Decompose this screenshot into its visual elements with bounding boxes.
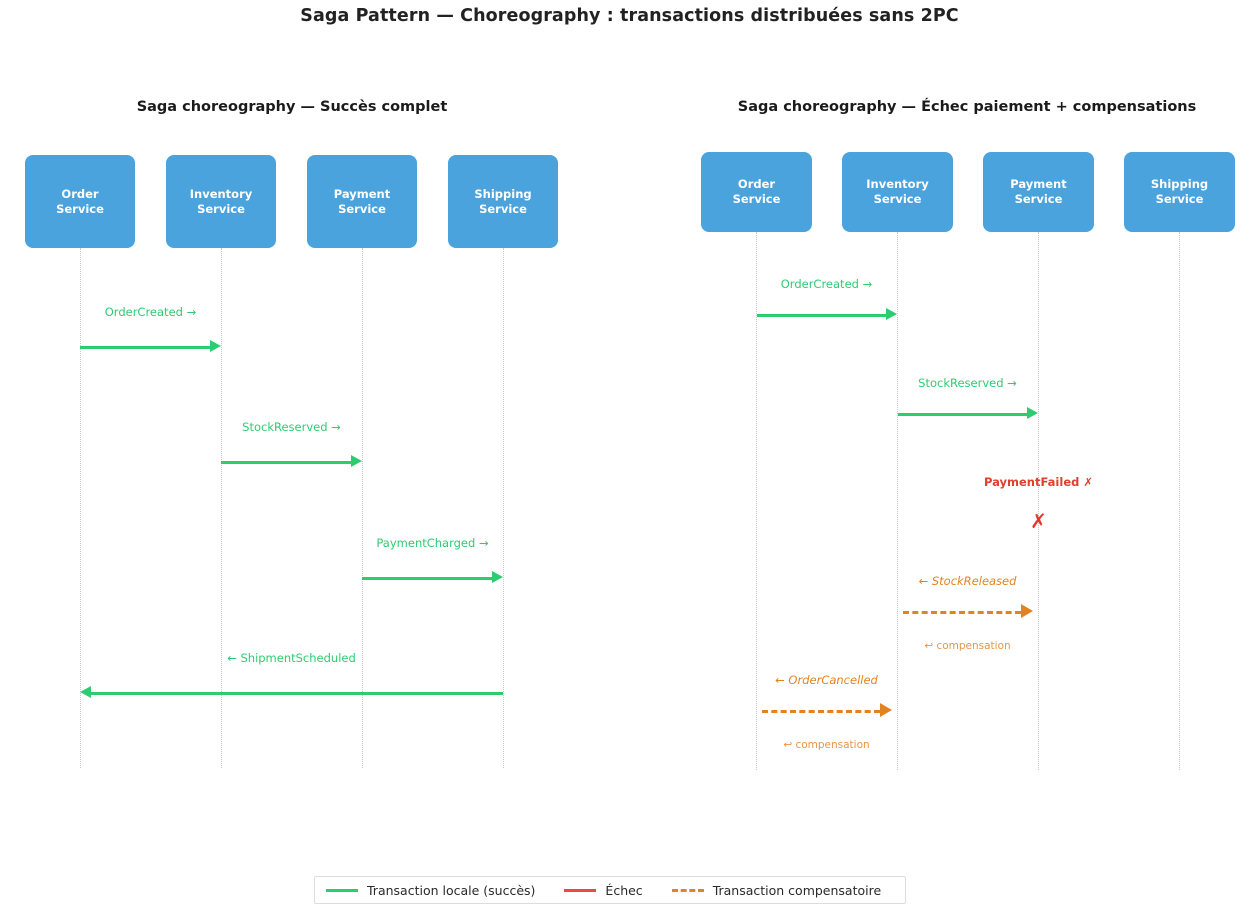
actor-box-shipping-success[interactable]: Shipping Service — [448, 155, 558, 248]
panel-title-success: Saga choreography — Succès complet — [136, 99, 448, 115]
legend-label-compensation: Transaction compensatoire — [712, 882, 882, 898]
actor-label-line2: Service — [1014, 192, 1063, 206]
actor-label-line2: Service — [873, 192, 922, 206]
actor-label-line1: Shipping — [1150, 177, 1209, 191]
legend-label-failure: Échec — [605, 882, 643, 898]
legend-swatch-dashed-orange-icon — [671, 888, 704, 892]
actor-label-line1: Inventory — [189, 186, 253, 201]
arrowhead-right-icon — [492, 571, 503, 583]
actor-box-payment-failure[interactable]: Payment Service — [983, 152, 1094, 232]
legend-item-failure: Échec — [564, 882, 643, 898]
lifeline-inventory-success — [221, 248, 222, 768]
actor-label-line1: Order — [61, 186, 99, 201]
actor-label-line1: Inventory — [866, 177, 929, 191]
actor-box-inventory-success[interactable]: Inventory Service — [166, 155, 276, 248]
actor-box-order-success[interactable]: Order Service — [25, 155, 135, 248]
message-line-paymentcharged-success — [362, 577, 493, 580]
actor-box-shipping-failure[interactable]: Shipping Service — [1124, 152, 1235, 232]
message-label-paymentcharged-success: PaymentCharged → — [376, 536, 489, 550]
message-label-ordercreated-failure: OrderCreated → — [780, 277, 873, 291]
arrowhead-right-icon — [880, 703, 892, 717]
legend-swatch-solid-red-icon — [564, 888, 597, 892]
actor-label-line2: Service — [732, 192, 781, 206]
lifeline-shipping-success — [503, 248, 504, 768]
actor-label-line2: Service — [338, 201, 386, 216]
legend-item-compensation: Transaction compensatoire — [671, 882, 882, 898]
arrowhead-right-icon — [210, 340, 221, 352]
legend-label-success: Transaction locale (succès) — [367, 882, 536, 898]
message-line-stockreleased-compensation — [903, 611, 1021, 614]
actor-box-inventory-failure[interactable]: Inventory Service — [842, 152, 953, 232]
lifeline-payment-success — [362, 248, 363, 768]
message-line-stockreserved-failure — [898, 413, 1028, 416]
message-line-ordercreated-failure — [757, 314, 887, 317]
failure-cross-icon: ✗ — [1030, 509, 1047, 533]
lifeline-payment-failure — [1038, 232, 1039, 770]
page-title: Saga Pattern — Choreography : transactio… — [300, 6, 959, 26]
actor-label-line2: Service — [197, 201, 245, 216]
message-line-ordercreated-success — [80, 346, 211, 349]
arrowhead-right-icon — [351, 455, 362, 467]
lifeline-inventory-failure — [897, 232, 898, 770]
actor-label-line1: Order — [737, 177, 776, 191]
actor-box-order-failure[interactable]: Order Service — [701, 152, 812, 232]
actor-label-line2: Service — [479, 201, 527, 216]
actor-label-line2: Service — [1155, 192, 1204, 206]
arrowhead-left-icon — [80, 686, 91, 698]
message-label-stockreserved-success: StockReserved → — [242, 420, 341, 434]
failure-label-paymentfailed: PaymentFailed ✗ — [984, 475, 1093, 489]
actor-label-line1: Payment — [1010, 177, 1067, 191]
actor-label-line1: Shipping — [474, 186, 532, 201]
actor-box-payment-success[interactable]: Payment Service — [307, 155, 417, 248]
message-label-stockreleased-compensation: ← StockReleased — [918, 574, 1017, 588]
message-sublabel-compensation: ↩ compensation — [924, 640, 1011, 652]
actor-label-line2: Service — [56, 201, 104, 216]
lifeline-order-success — [80, 248, 81, 768]
arrowhead-right-icon — [1027, 407, 1038, 419]
legend-swatch-solid-green-icon — [326, 888, 358, 892]
message-label-stockreserved-failure: StockReserved → — [918, 376, 1017, 390]
lifeline-order-failure — [756, 232, 757, 770]
message-label-shipmentscheduled-success: ← ShipmentScheduled — [227, 651, 356, 665]
legend-item-success: Transaction locale (succès) — [326, 883, 535, 898]
message-label-ordercreated-success: OrderCreated → — [104, 305, 197, 319]
panel-title-failure: Saga choreography — Échec paiement + com… — [737, 99, 1197, 115]
lifeline-shipping-failure — [1179, 232, 1180, 770]
arrowhead-right-icon — [886, 308, 897, 320]
message-line-shipmentscheduled-success — [91, 692, 503, 695]
actor-label-line1: Payment — [333, 186, 391, 201]
legend: Transaction locale (succès) Échec Transa… — [314, 876, 906, 904]
message-line-stockreserved-success — [221, 461, 352, 464]
message-label-ordercancelled-compensation: ← OrderCancelled — [775, 673, 878, 687]
message-line-ordercancelled-compensation — [762, 710, 880, 713]
arrowhead-right-icon — [1021, 604, 1033, 618]
message-sublabel-compensation: ↩ compensation — [783, 739, 870, 751]
